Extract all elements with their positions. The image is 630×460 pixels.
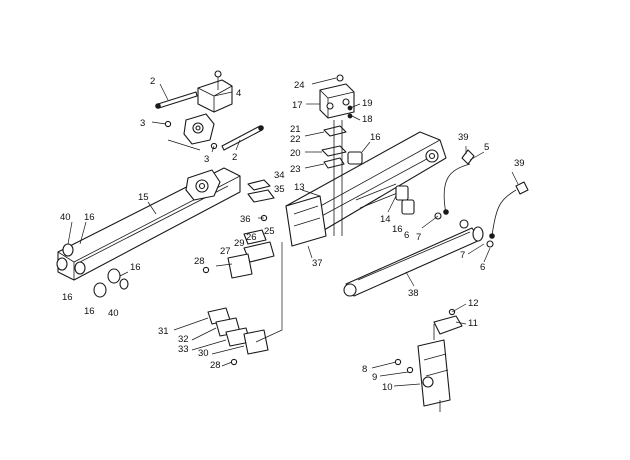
callout-15: 15 <box>138 192 149 203</box>
callout-28: 28 <box>210 360 221 371</box>
callout-39: 39 <box>514 158 525 169</box>
callout-22: 22 <box>290 134 301 145</box>
callout-7: 7 <box>460 250 465 261</box>
callout-labels: 2 4 3 3 2 15 40 16 16 16 16 40 24 17 19 … <box>60 76 525 393</box>
wear-pads <box>247 179 275 222</box>
top-bracket <box>319 74 355 119</box>
hoses <box>443 149 529 239</box>
callout-19: 19 <box>362 98 373 109</box>
callout-21: 21 <box>290 124 301 135</box>
callout-4: 4 <box>236 88 241 99</box>
callout-14: 14 <box>380 214 391 225</box>
hydraulic-cylinder <box>343 212 494 297</box>
callout-10: 10 <box>382 382 393 393</box>
callout-16: 16 <box>392 224 403 235</box>
callout-40: 40 <box>108 308 119 319</box>
slide-plates <box>202 229 275 279</box>
left-boom-arm <box>56 167 241 298</box>
callout-34: 34 <box>274 170 285 181</box>
leader-lines <box>67 77 519 387</box>
callout-23: 23 <box>290 164 301 175</box>
callout-28: 28 <box>194 256 205 267</box>
callout-18: 18 <box>362 114 373 125</box>
callout-29: 29 <box>234 238 245 249</box>
lower-right-linkage <box>394 308 463 412</box>
slide-blocks <box>347 151 415 215</box>
callout-26: 26 <box>246 232 257 243</box>
callout-3: 3 <box>140 118 145 129</box>
callout-8: 8 <box>362 364 367 375</box>
callout-6: 6 <box>404 230 409 241</box>
callout-3: 3 <box>204 154 209 165</box>
callout-24: 24 <box>294 80 305 91</box>
callout-16: 16 <box>130 262 141 273</box>
callout-16: 16 <box>84 212 95 223</box>
callout-33: 33 <box>178 344 189 355</box>
callout-2: 2 <box>232 152 237 163</box>
callout-36: 36 <box>240 214 251 225</box>
callout-35: 35 <box>274 184 285 195</box>
callout-17: 17 <box>292 100 303 111</box>
callout-38: 38 <box>408 288 419 299</box>
callout-20: 20 <box>290 148 301 159</box>
callout-40: 40 <box>60 212 71 223</box>
main-boom <box>285 131 447 247</box>
callout-2: 2 <box>150 76 155 87</box>
callout-27: 27 <box>220 246 231 257</box>
bracket-assembly <box>155 70 264 151</box>
callout-13: 13 <box>294 182 305 193</box>
callout-7: 7 <box>416 232 421 243</box>
callout-11: 11 <box>468 318 478 329</box>
callout-16: 16 <box>84 306 95 317</box>
callout-16: 16 <box>62 292 73 303</box>
small-plates <box>321 120 347 236</box>
callout-39: 39 <box>458 132 469 143</box>
callout-30: 30 <box>198 348 209 359</box>
lower-pads <box>207 242 283 366</box>
callout-9: 9 <box>372 372 377 383</box>
callout-16: 16 <box>370 132 381 143</box>
callout-6: 6 <box>480 262 485 273</box>
callout-32: 32 <box>178 334 189 345</box>
callout-25: 25 <box>264 226 275 237</box>
callout-5: 5 <box>484 142 489 153</box>
callout-37: 37 <box>312 258 323 269</box>
callout-31: 31 <box>158 326 169 337</box>
callout-12: 12 <box>468 298 479 309</box>
